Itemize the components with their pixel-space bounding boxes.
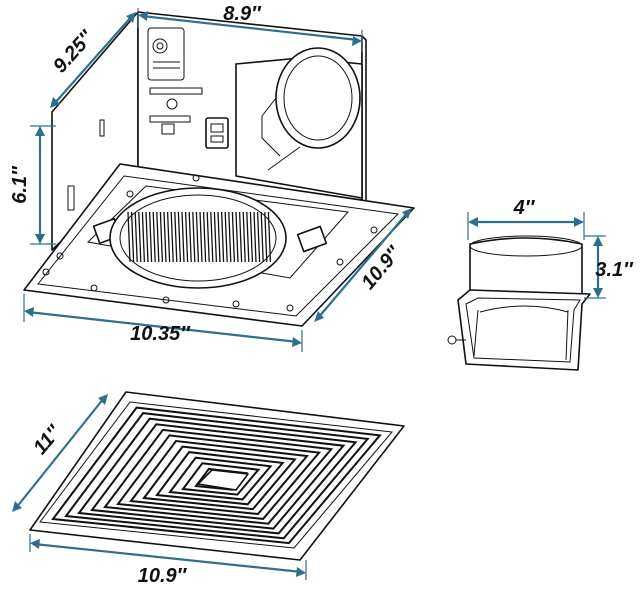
blower-blade [188, 211, 192, 263]
grille-louver [51, 406, 382, 545]
blower-blade [166, 211, 171, 263]
grille-louver [103, 428, 334, 525]
blower-blade [217, 211, 221, 263]
blower-blade [242, 211, 246, 263]
grille-louver [64, 412, 370, 540]
dimension-housing-height: 6.1″ [9, 125, 56, 245]
grille-louver [181, 462, 261, 496]
grille-louver [116, 434, 322, 520]
grille-louver [142, 445, 297, 511]
duct-width-label: 4″ [513, 197, 536, 219]
blower-blade [134, 211, 138, 263]
blower-blade [264, 211, 268, 263]
blower-blade [246, 211, 250, 263]
blower-blade [260, 211, 264, 263]
blower-blade [148, 211, 153, 263]
blower-blade [231, 211, 236, 263]
grille-louvers [51, 406, 382, 545]
blower-blade [145, 211, 149, 263]
dimension-duct-height: 3.1″ [584, 235, 634, 299]
grille [29, 391, 405, 561]
blower-blade [177, 211, 182, 263]
duct-height-label: 3.1″ [595, 259, 634, 281]
grille-width-label: 10.9″ [138, 565, 188, 587]
blower-blade [238, 211, 243, 263]
blower-blade [170, 211, 174, 263]
blower-blade [228, 211, 232, 263]
blower-blade [199, 211, 203, 263]
grille-louver [90, 423, 346, 530]
blower-blade [210, 211, 214, 263]
fan-housing [51, 11, 367, 251]
blower-blade [267, 211, 272, 263]
blower-blade [163, 211, 167, 263]
blower-blade [174, 211, 178, 263]
blower-blade [256, 211, 261, 263]
blower-blade [220, 211, 225, 263]
blower-blade [206, 211, 210, 263]
blower-blades [127, 211, 272, 263]
blower-blade [159, 211, 164, 263]
blower-blade [213, 211, 218, 263]
grille-louver [129, 439, 309, 516]
flange-width-label: 10.35″ [130, 323, 191, 345]
blower-blade [152, 211, 156, 263]
dimension-housing-width: 8.9″ [137, 3, 363, 52]
grille-louver [155, 451, 285, 506]
dimension-flange-width: 10.35″ [23, 294, 303, 352]
blower-blade [192, 211, 196, 263]
blower-blade [224, 211, 228, 263]
grille-louver [77, 417, 358, 535]
blower-blade [184, 211, 189, 263]
blower-blade [202, 211, 207, 263]
blower-blade [138, 211, 142, 263]
housing-width-label: 8.9″ [223, 3, 262, 25]
dimension-grille-width: 10.9″ [29, 534, 307, 587]
blower-blade [235, 211, 239, 263]
blower-blade [130, 211, 135, 263]
blower-blade [127, 211, 131, 263]
blower-wheel [109, 187, 287, 289]
grille-louver [168, 456, 273, 501]
blower-blade [181, 211, 185, 263]
blower-blade [195, 211, 200, 263]
blower-blade [253, 211, 257, 263]
dimension-duct-width: 4″ [467, 197, 585, 240]
blower-blade [156, 211, 160, 263]
housing-height-label: 6.1″ [9, 165, 31, 204]
duct-adapter [447, 235, 591, 371]
blower-blade [141, 211, 146, 263]
blower-blade [249, 211, 254, 263]
